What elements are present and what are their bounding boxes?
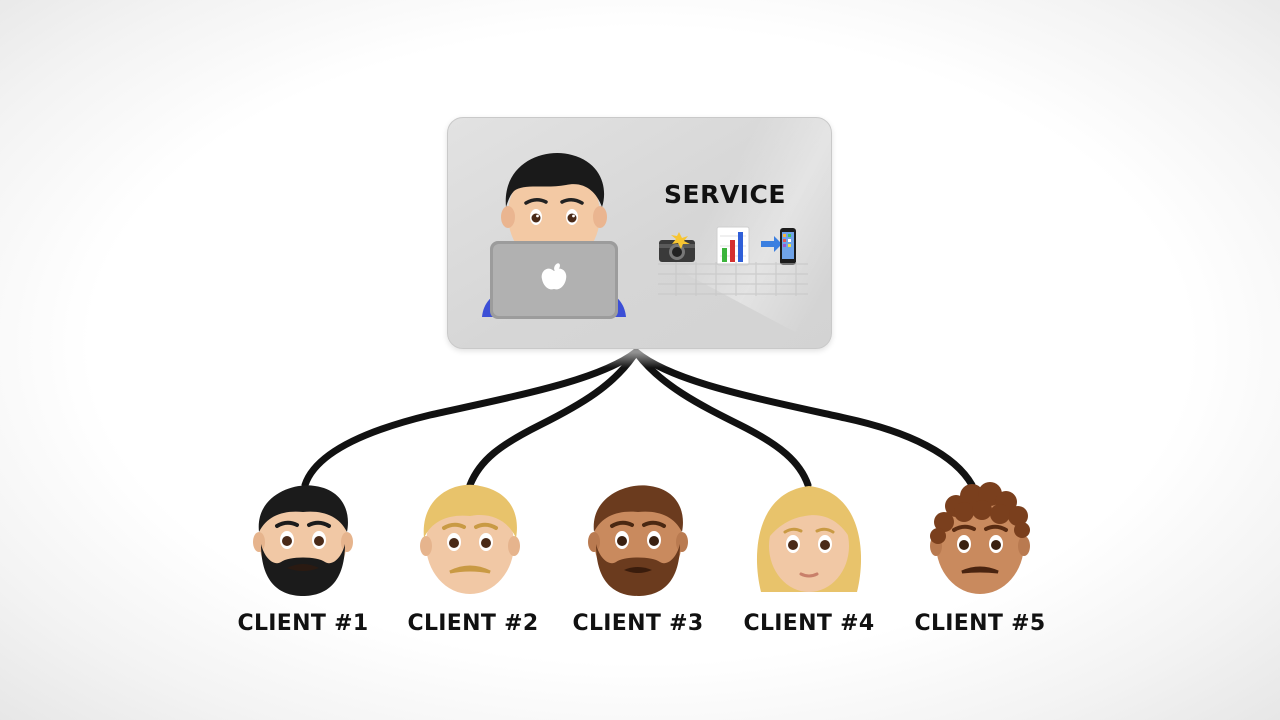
client-label-3: CLIENT #3 — [572, 611, 704, 636]
client-avatar-3 — [588, 485, 688, 596]
client-label-5: CLIENT #5 — [914, 611, 1046, 636]
connector-client-2 — [466, 348, 640, 489]
client-avatar-2 — [420, 484, 520, 594]
client-label-2: CLIENT #2 — [407, 611, 539, 636]
client-avatar-1 — [253, 485, 353, 596]
phone-arrow-icon — [761, 228, 796, 265]
client-avatar-4 — [756, 486, 862, 592]
client-label-1: CLIENT #1 — [237, 611, 369, 636]
client-label-4: CLIENT #4 — [743, 611, 875, 636]
client-avatar-5 — [930, 482, 1030, 594]
developer-laptop-icon — [482, 153, 626, 319]
connector-client-4 — [632, 348, 812, 489]
connector-client-5 — [632, 348, 976, 489]
bar-chart-icon — [716, 226, 750, 266]
service-title: SERVICE — [664, 180, 786, 209]
service-grid — [658, 262, 808, 296]
connector-client-1 — [301, 348, 640, 489]
camera-flash-icon — [659, 232, 695, 262]
